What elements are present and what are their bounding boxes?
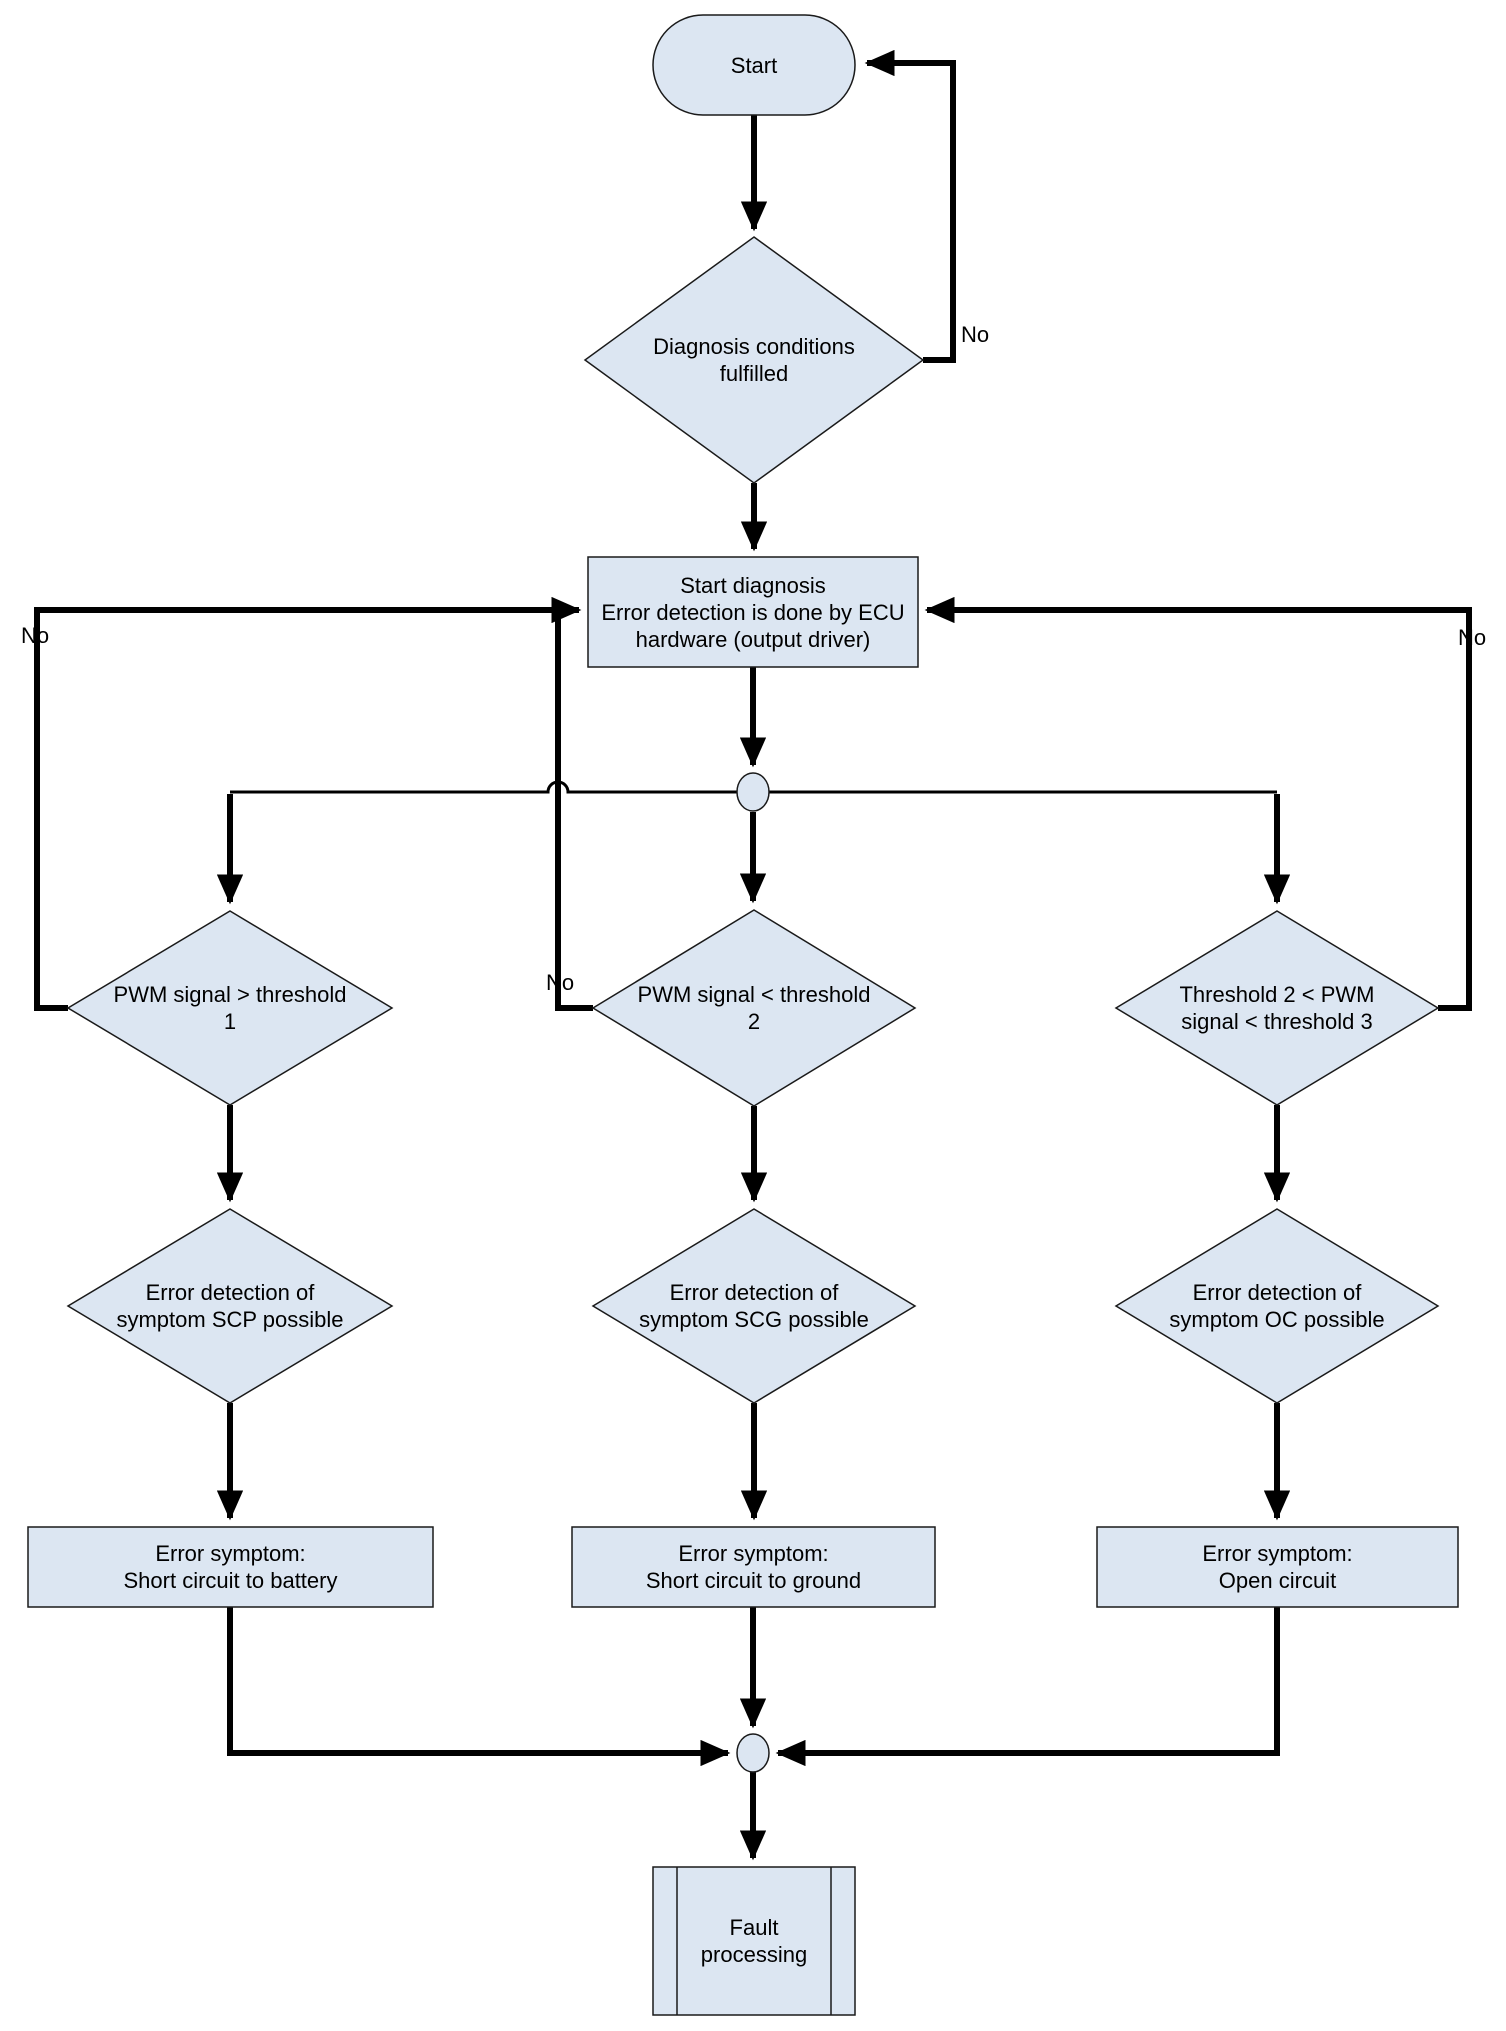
- edge-no-middle-return: [555, 612, 593, 1011]
- edge-symptom-open-to-merge: [775, 1607, 1280, 1767]
- node-fault-processing-shape: [652, 1866, 856, 2016]
- node-oc-possible-shape: [1114, 1208, 1440, 1404]
- node-pwm-gt-threshold1-label: PWM signal > threshold 1: [113, 982, 347, 1034]
- node-pwm-lt-threshold2-label: PWM signal < threshold 2: [637, 982, 871, 1034]
- edge-label-no-left: No: [20, 623, 50, 648]
- node-junction-top-shape: [736, 772, 770, 812]
- node-start-shape: [652, 14, 856, 116]
- node-scp-possible-shape: [66, 1208, 394, 1404]
- node-start-diagnosis-label: Start diagnosis Error detection is done …: [601, 572, 905, 652]
- node-pwm-lt-threshold2-shape: [591, 909, 917, 1107]
- node-fault-processing-label: Fault processing: [700, 1915, 808, 1967]
- edge-no-right-return: [924, 596, 1472, 1011]
- node-scp-possible-label: Error detection of symptom SCP possible: [116, 1280, 344, 1332]
- node-start-label: Start: [730, 52, 778, 78]
- node-symptom-ground-shape: [571, 1526, 936, 1608]
- node-symptom-ground-label: Error symptom: Short circuit to ground: [645, 1541, 862, 1593]
- edge-no-loop-to-start: [864, 49, 956, 363]
- node-scg-possible-shape: [591, 1208, 917, 1404]
- node-junction-bottom-shape: [736, 1733, 770, 1773]
- node-symptom-battery-shape: [27, 1526, 434, 1608]
- node-symptom-open-shape: [1096, 1526, 1459, 1608]
- node-symptom-open-label: Error symptom: Open circuit: [1202, 1541, 1353, 1593]
- edge-branch-left-horizontal: [230, 780, 737, 794]
- node-pwm-gt-threshold1-shape: [66, 910, 394, 1106]
- node-diagnosis-conditions-shape: [583, 236, 925, 484]
- node-scg-possible-label: Error detection of symptom SCG possible: [639, 1280, 869, 1332]
- edge-symptom-battery-to-merge: [227, 1607, 731, 1767]
- node-threshold2-pwm-threshold3-label: Threshold 2 < PWM signal < threshold 3: [1179, 982, 1375, 1034]
- edge-label-no-top: No: [960, 322, 990, 347]
- node-oc-possible-label: Error detection of symptom OC possible: [1169, 1280, 1385, 1332]
- edge-no-left-return: [34, 596, 582, 1011]
- node-diagnosis-conditions-label: Diagnosis conditions fulfilled: [653, 334, 855, 386]
- node-symptom-battery-label: Error symptom: Short circuit to battery: [123, 1541, 338, 1593]
- node-threshold2-pwm-threshold3-shape: [1114, 910, 1440, 1106]
- node-start-diagnosis-shape: [587, 556, 919, 668]
- edge-label-no-middle: No: [545, 970, 575, 995]
- edge-label-no-right: No: [1457, 625, 1487, 650]
